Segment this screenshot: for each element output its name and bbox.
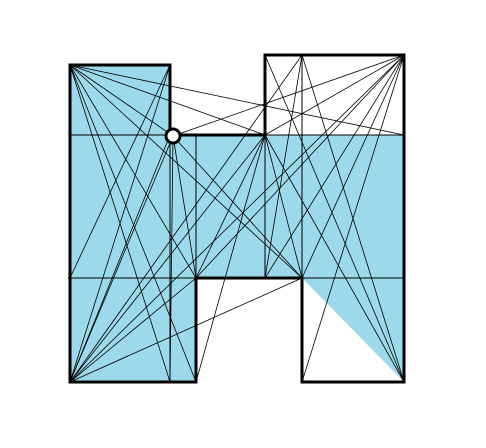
- fan-bottom-left-line-3: [69, 54, 405, 383]
- fan-bottom-left-line-2: [69, 277, 303, 383]
- fan-marked-point-line-2: [172, 135, 197, 279]
- marked-point-circle: [164, 127, 182, 145]
- fan-top-right-line-5: [301, 54, 405, 279]
- fan-top-right-line-1: [195, 54, 405, 279]
- fan-top-left-line-1: [69, 64, 197, 279]
- fan-top-left-line-7: [69, 64, 405, 136]
- fan-crossbar-line-2: [195, 134, 266, 383]
- fan-bottom-left-line-6: [69, 277, 197, 383]
- fan-bottom-left-line-4: [69, 134, 171, 383]
- fan-bottom-right-line-2: [264, 134, 405, 383]
- fan-top-right-line-4: [172, 54, 405, 137]
- fan-top-left-line-5: [69, 64, 197, 383]
- fan-bottom-left-line-5: [69, 135, 174, 383]
- fan-bottom-right-line-1: [301, 54, 405, 383]
- fan-left-top-right-line-2: [69, 64, 171, 279]
- construction-lines: [69, 54, 405, 383]
- fan-bottom-right-line-3: [264, 54, 405, 383]
- fan-top-right-line-6: [264, 54, 405, 279]
- fan-top-left-line-6: [69, 64, 174, 137]
- fan-marked-point-line-1: [172, 135, 303, 279]
- fan-bottom-left-line-1: [69, 134, 266, 383]
- fan-crossbar-line-3: [195, 134, 266, 279]
- shaded-right-triangle: [302, 278, 404, 382]
- fan-top-left-line-2: [69, 64, 266, 136]
- fan-left-top-right-line-1: [69, 64, 171, 383]
- fan-top-left-line-3: [69, 64, 303, 279]
- fan-top-right-line-3: [264, 54, 405, 136]
- fan-top-mid-line-2: [264, 54, 303, 279]
- fan-crossbar-line-1: [264, 134, 303, 279]
- fan-marked-point-line-3: [169, 135, 174, 383]
